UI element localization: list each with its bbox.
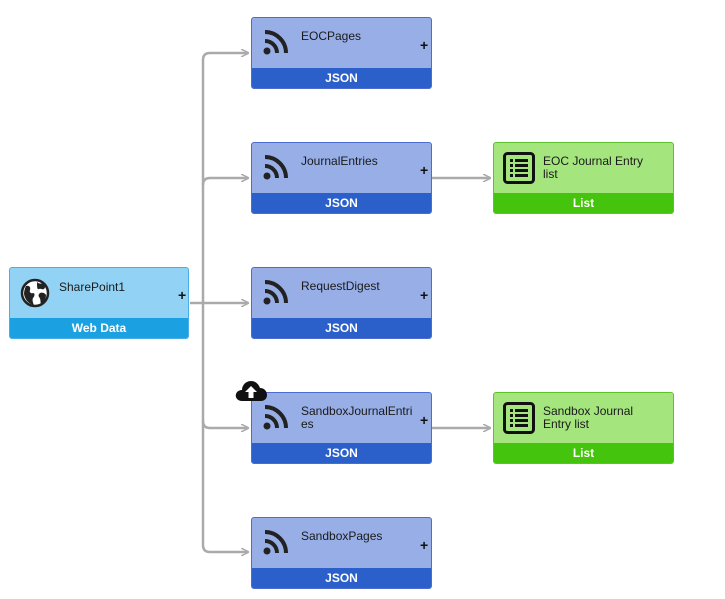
- node-title: SandboxPages: [301, 529, 383, 543]
- node-type-label: Web Data: [10, 318, 188, 338]
- rss-feed-icon: [262, 528, 290, 561]
- node-title: JournalEntries: [301, 154, 378, 168]
- node-type-label: JSON: [252, 68, 431, 88]
- list-icon: [503, 152, 535, 189]
- list-icon: [503, 402, 535, 439]
- expand-plus-icon[interactable]: +: [420, 162, 429, 178]
- node-journalentries[interactable]: JournalEntries + JSON: [251, 142, 432, 214]
- globe-icon: [20, 278, 50, 313]
- node-type-label: JSON: [252, 318, 431, 338]
- node-eocpages[interactable]: EOCPages + JSON: [251, 17, 432, 89]
- node-sandboxjournalentries[interactable]: SandboxJournalEntries + JSON: [251, 392, 432, 464]
- node-title: EOC Journal Entry list: [543, 154, 644, 181]
- expand-plus-icon[interactable]: +: [420, 37, 429, 53]
- node-type-label: JSON: [252, 568, 431, 588]
- node-title: EOCPages: [301, 29, 362, 43]
- connector-to-journalentries: [201, 178, 248, 186]
- node-type-label: JSON: [252, 443, 431, 463]
- rss-feed-icon: [262, 28, 290, 61]
- node-title: SandboxJournalEntries: [301, 404, 413, 431]
- rss-feed-icon: [262, 153, 290, 186]
- node-sharepoint1[interactable]: SharePoint1 + Web Data: [9, 267, 189, 339]
- node-requestdigest[interactable]: RequestDigest + JSON: [251, 267, 432, 339]
- node-sandbox-journal-entry-list[interactable]: Sandbox Journal Entry list List: [493, 392, 674, 464]
- expand-plus-icon[interactable]: +: [420, 537, 429, 553]
- expand-plus-icon[interactable]: +: [420, 412, 429, 428]
- connector-trunk-vertical: [201, 51, 211, 554]
- connector-to-sandboxjournal: [201, 420, 248, 428]
- expand-plus-icon[interactable]: +: [178, 287, 187, 303]
- node-type-label: JSON: [252, 193, 431, 213]
- node-title: Sandbox Journal Entry list: [543, 404, 634, 431]
- node-sandboxpages[interactable]: SandboxPages + JSON: [251, 517, 432, 589]
- expand-plus-icon[interactable]: +: [420, 287, 429, 303]
- rss-feed-icon: [262, 403, 290, 436]
- node-type-label: List: [494, 443, 673, 463]
- node-eoc-journal-entry-list[interactable]: EOC Journal Entry list List: [493, 142, 674, 214]
- rss-feed-icon: [262, 278, 290, 311]
- cloud-upload-icon[interactable]: [234, 378, 268, 409]
- node-title: RequestDigest: [301, 279, 380, 293]
- node-title: SharePoint1: [59, 280, 126, 294]
- node-type-label: List: [494, 193, 673, 213]
